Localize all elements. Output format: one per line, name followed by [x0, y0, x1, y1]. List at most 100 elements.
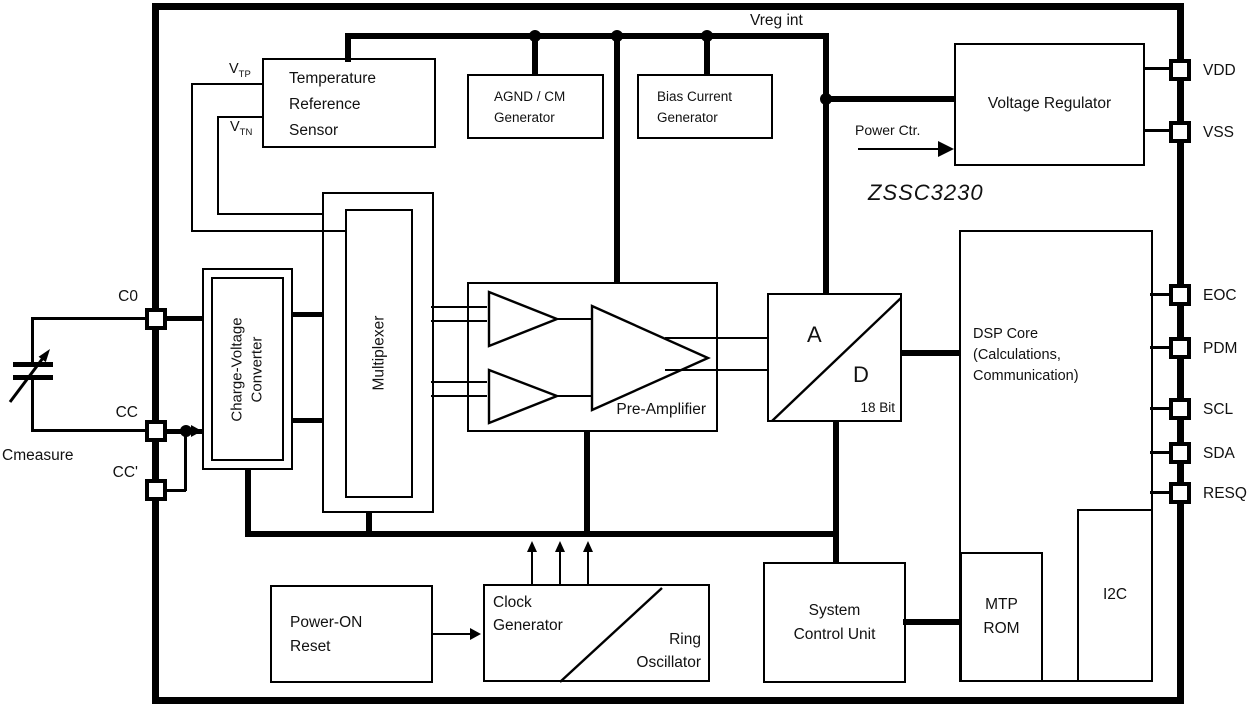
junction-dot	[820, 93, 832, 105]
junction-dot	[180, 425, 192, 437]
wire-cap-left-upper	[31, 317, 34, 364]
block-power-on-reset: Power-ON Reset	[270, 585, 433, 683]
block-label: Voltage Regulator	[987, 95, 1112, 113]
junction-dot	[611, 30, 623, 42]
wire-clock-arrow-3	[587, 551, 589, 584]
stub-vss	[1143, 129, 1170, 132]
pin-pad-resq	[1169, 482, 1191, 504]
vtn-base: V	[230, 119, 240, 135]
pin-label-scl: SCL	[1203, 401, 1234, 418]
cv-converter-inner-box: Charge-Voltage Converter	[211, 277, 284, 461]
cmeasure-label: Cmeasure	[2, 447, 74, 464]
wire-clock-arrow-2	[559, 551, 561, 584]
stub-sda	[1150, 451, 1170, 454]
variable-capacitor-arrow-icon	[8, 349, 50, 403]
block-temperature-reference-sensor: Temperature Reference Sensor	[262, 58, 436, 148]
block-clock-generator: Clock Generator Ring Oscillator	[483, 584, 710, 683]
wire-top-rail	[345, 33, 829, 39]
wire-vtn-h2	[217, 213, 323, 215]
block-label-line: Oscillator	[636, 654, 701, 671]
power-ctr-arrowhead-icon	[938, 141, 954, 157]
wire-cv-drop	[245, 468, 251, 534]
wire-bottom-rail	[245, 531, 839, 537]
pin-pad-eoc	[1169, 284, 1191, 306]
wire-mux-preamp-1a	[431, 306, 487, 308]
block-label: Pre-Amplifier	[616, 400, 706, 418]
block-label-line: Converter	[248, 336, 266, 402]
wire-cap-top	[31, 317, 145, 320]
block-adc: A D 18 Bit	[767, 293, 902, 422]
block-label-line: Generator	[493, 617, 563, 634]
wire-cap-bottom	[31, 429, 145, 432]
pin-label-vdd: VDD	[1203, 62, 1236, 79]
capacitor-plate-bottom	[13, 375, 53, 380]
stub-vdd	[1143, 67, 1170, 70]
block-label-line: ROM	[983, 620, 1020, 637]
wire-preamp-top-drop	[614, 36, 620, 284]
pin-label-vss: VSS	[1203, 124, 1235, 141]
block-label-line: Ring	[669, 631, 701, 648]
pin-label-eoc: EOC	[1203, 287, 1237, 304]
wire-vregint-drop	[823, 33, 829, 295]
cc-entry-arrowhead-icon	[191, 425, 202, 437]
adc-resolution-label: 18 Bit	[860, 400, 895, 416]
wire-vtp-h2	[191, 230, 347, 232]
pin-pad-pdm	[1169, 337, 1191, 359]
vtn-sub: TN	[239, 126, 253, 138]
wire-adc-scu-drop	[833, 420, 839, 564]
multiplexer-inner-box: Multiplexer	[345, 209, 413, 498]
block-label-line: Power-ON	[290, 614, 363, 631]
wire-bias-drop	[704, 36, 710, 76]
pin-label-cc: CC	[115, 404, 138, 421]
block-label-line: Generator	[657, 110, 718, 125]
pin-label-pdm: PDM	[1203, 340, 1238, 357]
wire-vtn-h1	[217, 116, 263, 118]
pin-label-sda: SDA	[1203, 445, 1235, 462]
pin-label-c0: C0	[118, 288, 138, 305]
pin-pad-vss	[1169, 121, 1191, 143]
wire-preamp-bottom-drop	[584, 430, 590, 534]
block-label-line: Bias Current	[657, 89, 733, 104]
block-agnd-cm-generator: AGND / CM Generator	[467, 74, 604, 139]
block-label-line: Communication)	[973, 368, 1079, 384]
block-label-line: System	[808, 601, 861, 619]
adc-analog-label: A	[807, 322, 822, 347]
vtp-base: V	[229, 61, 239, 77]
clock-arrowhead-icon	[527, 541, 537, 552]
wire-adc-dsp	[900, 350, 959, 356]
wire-mux-preamp-2a	[431, 381, 487, 383]
block-label-line: Charge-Voltage	[229, 316, 246, 422]
pin-pad-cc	[145, 420, 167, 442]
wire-temp-drop	[345, 33, 351, 62]
vtp-label: VTP	[229, 61, 251, 80]
vtn-label: VTN	[230, 119, 252, 138]
block-label: I2C	[1102, 586, 1128, 604]
wire-scu-mtp	[903, 619, 960, 625]
wire-preamp-adc-2	[665, 369, 767, 371]
clock-arrowhead-icon	[583, 541, 593, 552]
part-number-label: ZSSC3230	[868, 180, 984, 205]
block-i2c: I2C	[1077, 509, 1153, 682]
vtp-sub: TP	[238, 68, 251, 80]
pin-label-ccp: CC'	[112, 464, 138, 481]
block-pre-amplifier: Pre-Amplifier	[467, 282, 718, 432]
block-label-line: Generator	[494, 110, 555, 125]
block-label-line: Control Unit	[793, 625, 876, 643]
stub-resq	[1150, 491, 1170, 494]
block-multiplexer: Multiplexer	[322, 192, 434, 513]
oscillator-diagonal-icon	[559, 587, 663, 683]
pin-pad-ccp	[145, 479, 167, 501]
adc-diagonal-icon	[771, 297, 902, 422]
block-label-line: Clock	[493, 594, 532, 611]
wire-c0-entry	[160, 316, 202, 321]
wire-preamp-adc-1	[665, 337, 767, 339]
wire-ccp-horizontal	[160, 489, 186, 492]
block-system-control-unit: System Control Unit	[763, 562, 906, 683]
block-label-line: Reference	[289, 96, 361, 113]
block-mtp-rom: MTP ROM	[960, 552, 1043, 682]
block-charge-voltage-converter: Charge-Voltage Converter	[202, 268, 293, 470]
wire-mux-preamp-1b	[431, 320, 487, 322]
wire-agnd-drop	[532, 36, 538, 76]
capacitor-plate-top	[13, 362, 53, 367]
